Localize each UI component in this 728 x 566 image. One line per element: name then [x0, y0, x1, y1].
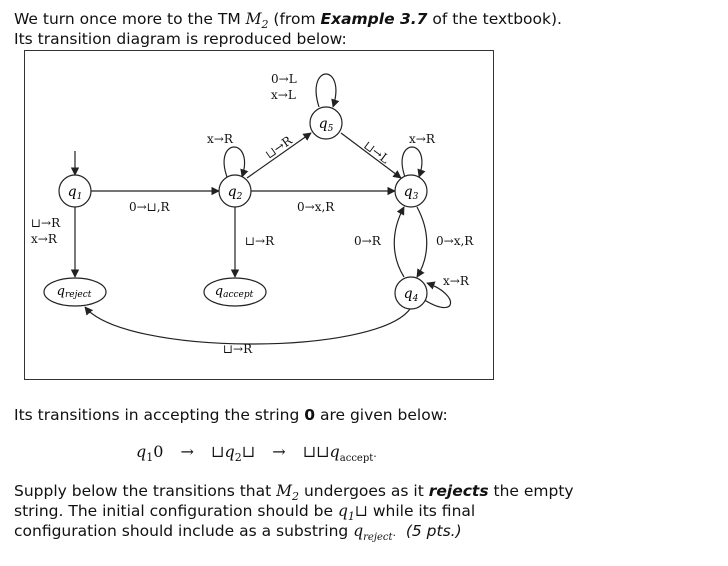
- loop-q3: [401, 146, 426, 178]
- edge-q4-qreject: [84, 306, 411, 345]
- edge-q4-q3: [393, 206, 405, 278]
- intro-line-1: We turn once more to the TM M2 (from Exa…: [14, 10, 562, 31]
- machine-symbol: M2: [276, 482, 300, 504]
- intro-text: of the textbook).: [427, 10, 562, 28]
- label-q1-qreject-2: x→R: [31, 232, 58, 246]
- state-qaccept: qaccept: [203, 277, 267, 307]
- label-q4-q3: 0→R: [354, 234, 382, 248]
- loop-q5: [315, 73, 340, 108]
- task-line-1: Supply below the transitions that M2 und…: [14, 482, 574, 504]
- edge-q2-q5: [246, 132, 312, 179]
- final-configuration: qreject: [353, 522, 393, 544]
- machine-symbol: M2: [245, 10, 269, 32]
- label-q2-q5: ⊔→R: [263, 133, 296, 162]
- intro-text: (from: [268, 10, 321, 28]
- label-q4-loop: x→R: [443, 274, 470, 288]
- input-string: 0: [304, 406, 316, 424]
- example-reference: Example 3.7: [320, 10, 428, 28]
- loop-q4: [422, 281, 452, 309]
- label-q1-qreject-1: ⊔→R: [31, 216, 61, 230]
- transition-diagram: q1 q2 q3 q4 q5 qreject qaccept 0→L x→L x…: [24, 50, 494, 380]
- arrow-1: →: [180, 442, 194, 461]
- config-2: ⊔q2⊔: [211, 442, 256, 465]
- svg-text:q3: q3: [404, 184, 419, 202]
- initial-configuration: q1⊔: [337, 502, 368, 524]
- svg-text:q5: q5: [319, 116, 334, 134]
- config-3: ⊔⊔qaccept.: [302, 442, 377, 465]
- state-q3: q3: [394, 174, 428, 208]
- label-q2-q3: 0→x,R: [297, 200, 335, 214]
- edge-q5-q3: [340, 132, 402, 179]
- label-q2-qaccept: ⊔→R: [245, 234, 275, 248]
- svg-text:qaccept: qaccept: [215, 284, 254, 300]
- state-q4: q4: [394, 276, 428, 310]
- edge-q3-q4: [416, 206, 428, 278]
- arrow-2: →: [272, 442, 286, 461]
- config-1: q10: [136, 442, 164, 465]
- svg-text:q1: q1: [68, 184, 83, 202]
- rejects-emphasis: rejects: [428, 482, 489, 500]
- svg-text:q4: q4: [404, 286, 419, 304]
- task-line-3: configuration should include as a substr…: [14, 522, 462, 544]
- intro-line-2: Its transition diagram is reproduced bel…: [14, 30, 347, 48]
- accepting-sentence: Its transitions in accepting the string …: [14, 406, 448, 424]
- label-q1-q2: 0→⊔,R: [129, 200, 171, 214]
- diagram-svg: q1 q2 q3 q4 q5 qreject qaccept 0→L x→L x…: [31, 72, 474, 356]
- label-q5-q3: ⊔→L: [361, 138, 392, 166]
- label-q3-q4: 0→x,R: [436, 234, 474, 248]
- state-q2: q2: [218, 174, 252, 208]
- state-q5: q5: [309, 106, 343, 140]
- state-q1: q1: [58, 174, 92, 208]
- label-q2-loop: x→R: [207, 132, 234, 146]
- label-q5-loop-x: x→L: [271, 88, 296, 102]
- state-qreject: qreject: [43, 277, 107, 307]
- task-line-2: string. The initial configuration should…: [14, 502, 476, 524]
- label-q5-loop-0: 0→L: [271, 72, 297, 86]
- intro-text: We turn once more to the TM: [14, 10, 246, 28]
- loop-q2: [223, 146, 249, 178]
- points-value: (5 pts.): [405, 522, 462, 540]
- label-q4-qreject: ⊔→R: [223, 342, 253, 356]
- accepting-configurations: q10 → ⊔q2⊔ → ⊔⊔qaccept.: [136, 442, 377, 464]
- label-q3-loop: x→R: [409, 132, 436, 146]
- svg-text:q2: q2: [228, 184, 243, 202]
- svg-text:qreject: qreject: [57, 284, 92, 300]
